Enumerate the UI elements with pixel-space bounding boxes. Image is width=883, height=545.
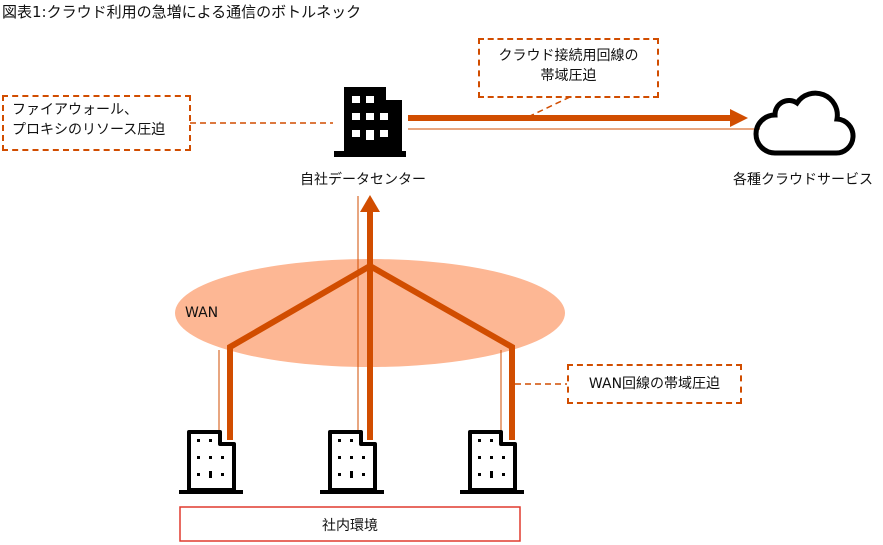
wan-traffic-right bbox=[368, 263, 515, 440]
cloud-bandwidth-callout: クラウド接続用回線の 帯域圧迫 bbox=[478, 38, 659, 98]
datacenter-label: 自社データセンター bbox=[300, 172, 426, 188]
internal-env-box bbox=[179, 506, 521, 542]
figure-title: 図表1:クラウド利用の急増による通信のボトルネック bbox=[2, 3, 362, 21]
cloud-label: 各種クラウドサービス bbox=[733, 172, 873, 188]
arrowhead bbox=[360, 195, 380, 212]
wan-bandwidth-callout: WAN回線の帯域圧迫 bbox=[567, 364, 742, 404]
wan-label: WAN bbox=[185, 305, 219, 321]
office-building-icon bbox=[458, 430, 526, 496]
internal-env-label: 社内環境 bbox=[322, 518, 378, 534]
wan-traffic-left bbox=[227, 263, 372, 440]
office-building-icon bbox=[179, 430, 243, 494]
cloud-connector bbox=[529, 96, 571, 117]
office-building-icon bbox=[318, 430, 386, 496]
callout-line: 帯域圧迫 bbox=[540, 68, 597, 84]
datacenter-building-icon bbox=[334, 87, 406, 157]
cloud-icon bbox=[753, 90, 856, 156]
callout-line: クラウド接続用回線の bbox=[498, 48, 639, 64]
callout-line: WAN回線の帯域圧迫 bbox=[588, 376, 721, 392]
callout-line: ファイアウォール、 bbox=[12, 102, 138, 118]
callout-line: プロキシのリソース圧迫 bbox=[12, 122, 166, 138]
arrowhead bbox=[730, 109, 748, 127]
firewall-callout: ファイアウォール、 プロキシのリソース圧迫 bbox=[2, 95, 191, 151]
